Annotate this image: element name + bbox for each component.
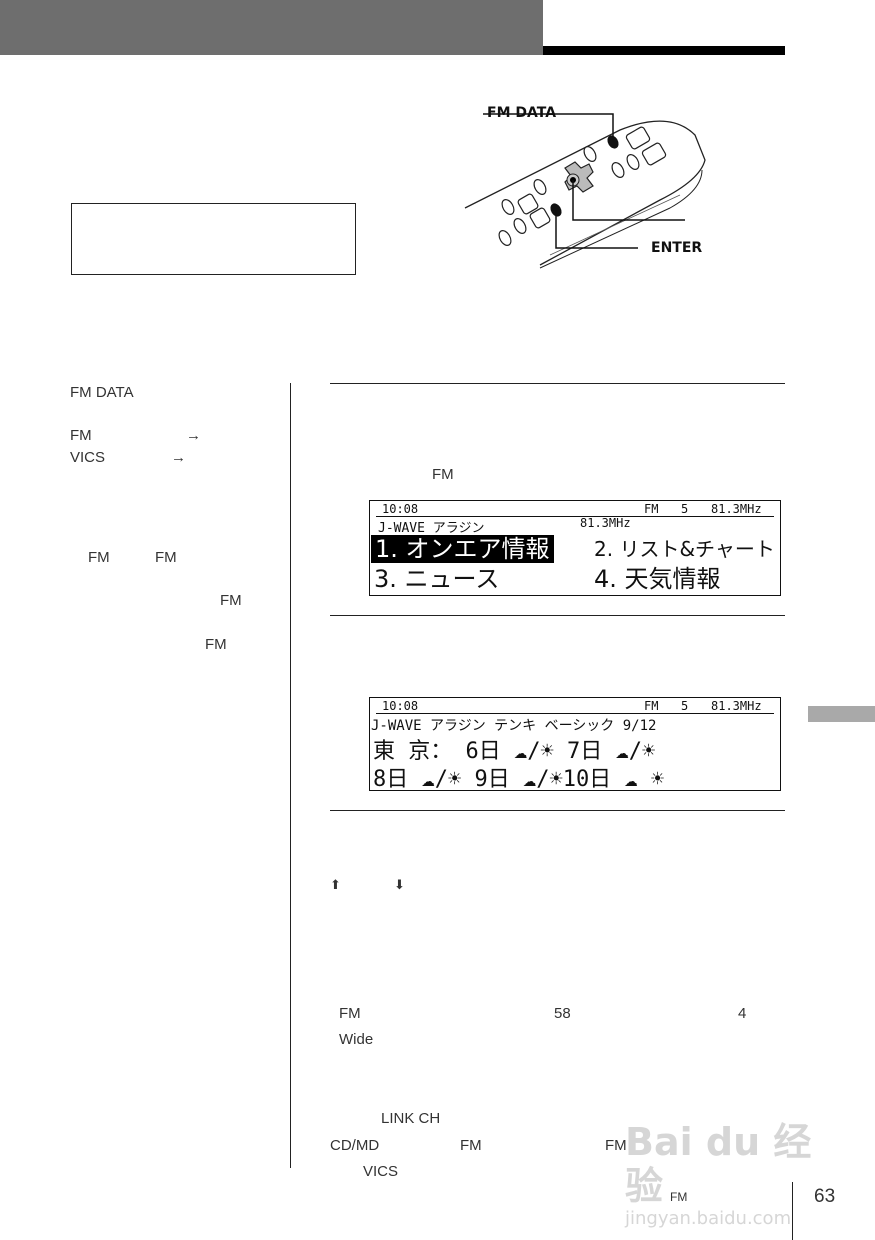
menu-item-weather: 4. 天気情報	[594, 565, 721, 593]
lcd-station-freq: 81.3MHz	[580, 516, 631, 530]
note-wide: Wide	[339, 1031, 374, 1048]
lcd-frequency: 81.3MHz	[711, 699, 762, 713]
arrow-right-icon: →	[186, 427, 201, 444]
sidebar-fm: FM	[70, 427, 92, 444]
menu-item-list-chart: 2. リスト&チャート	[594, 537, 775, 561]
lcd-weather-row-1: 東 京： 6日 ☁/☀ 7日 ☁/☀	[373, 739, 656, 764]
sidebar-fm: FM	[220, 592, 242, 609]
down-arrow-icon: ⬇	[394, 877, 405, 892]
page-number: 63	[814, 1186, 836, 1207]
column-divider	[290, 383, 291, 1168]
lcd-status-bar: 10:08 FM 5 81.3MHz	[376, 699, 774, 714]
arrow-right-icon: →	[171, 449, 186, 466]
lcd-weather-header: J-WAVE アラジン テンキ ベーシック 9/12	[371, 718, 657, 734]
lcd-time: 10:08	[382, 699, 419, 713]
lcd-preset: 5	[681, 502, 689, 516]
lcd-frequency: 81.3MHz	[711, 502, 762, 516]
up-arrow-icon: ⬆	[330, 877, 341, 892]
sidebar-fm: FM	[88, 549, 110, 566]
sidebar-fm: FM	[205, 636, 227, 653]
step1-fm: FM	[432, 466, 454, 483]
menu-item-on-air: 1. オンエア情報	[371, 535, 554, 563]
header-accent-bar	[543, 46, 785, 55]
enter-label: ENTER	[651, 240, 703, 256]
section-rule	[330, 615, 785, 616]
lcd-band: FM	[644, 699, 659, 713]
lcd-status-bar: 10:08 FM 5 81.3MHz	[376, 502, 774, 517]
note-fm: FM	[605, 1137, 627, 1154]
header-band	[0, 0, 543, 55]
remote-control-illustration	[464, 113, 706, 269]
sidebar-fm: FM	[155, 549, 177, 566]
note-58: 58	[554, 1005, 571, 1022]
sidebar-fm-data: FM DATA	[70, 384, 134, 401]
lcd-band: FM	[644, 502, 659, 516]
side-tab	[808, 706, 875, 722]
note-fm: FM	[460, 1137, 482, 1154]
lcd-preset: 5	[681, 699, 689, 713]
note-fm: FM	[339, 1005, 361, 1022]
section-rule	[330, 383, 785, 384]
note-fm: FM	[670, 1190, 688, 1204]
baidu-watermark: Bai du 经验 jingyan.baidu.com	[625, 1120, 812, 1229]
sidebar-vics: VICS	[70, 449, 106, 466]
note-vics: VICS	[363, 1163, 399, 1180]
footer-rule	[792, 1182, 793, 1240]
fm-data-label: FM DATA	[487, 105, 557, 121]
lcd-station: J-WAVE アラジン	[378, 521, 485, 536]
lcd-time: 10:08	[382, 502, 419, 516]
lcd-display-weather: 10:08 FM 5 81.3MHz J-WAVE アラジン テンキ ベーシック…	[369, 697, 781, 792]
lcd-weather-row-2: 8日 ☁/☀ 9日 ☁/☀10日 ☁ ☀	[373, 767, 665, 792]
lcd-display-menu: 10:08 FM 5 81.3MHz J-WAVE アラジン 81.3MHz 1…	[369, 500, 781, 596]
section-rule	[330, 810, 785, 811]
menu-item-news: 3. ニュース	[374, 565, 500, 593]
note-cd-md: CD/MD	[330, 1137, 380, 1154]
note-link-ch: LINK CH	[381, 1110, 441, 1127]
title-box	[71, 203, 356, 275]
note-4: 4	[738, 1005, 747, 1022]
